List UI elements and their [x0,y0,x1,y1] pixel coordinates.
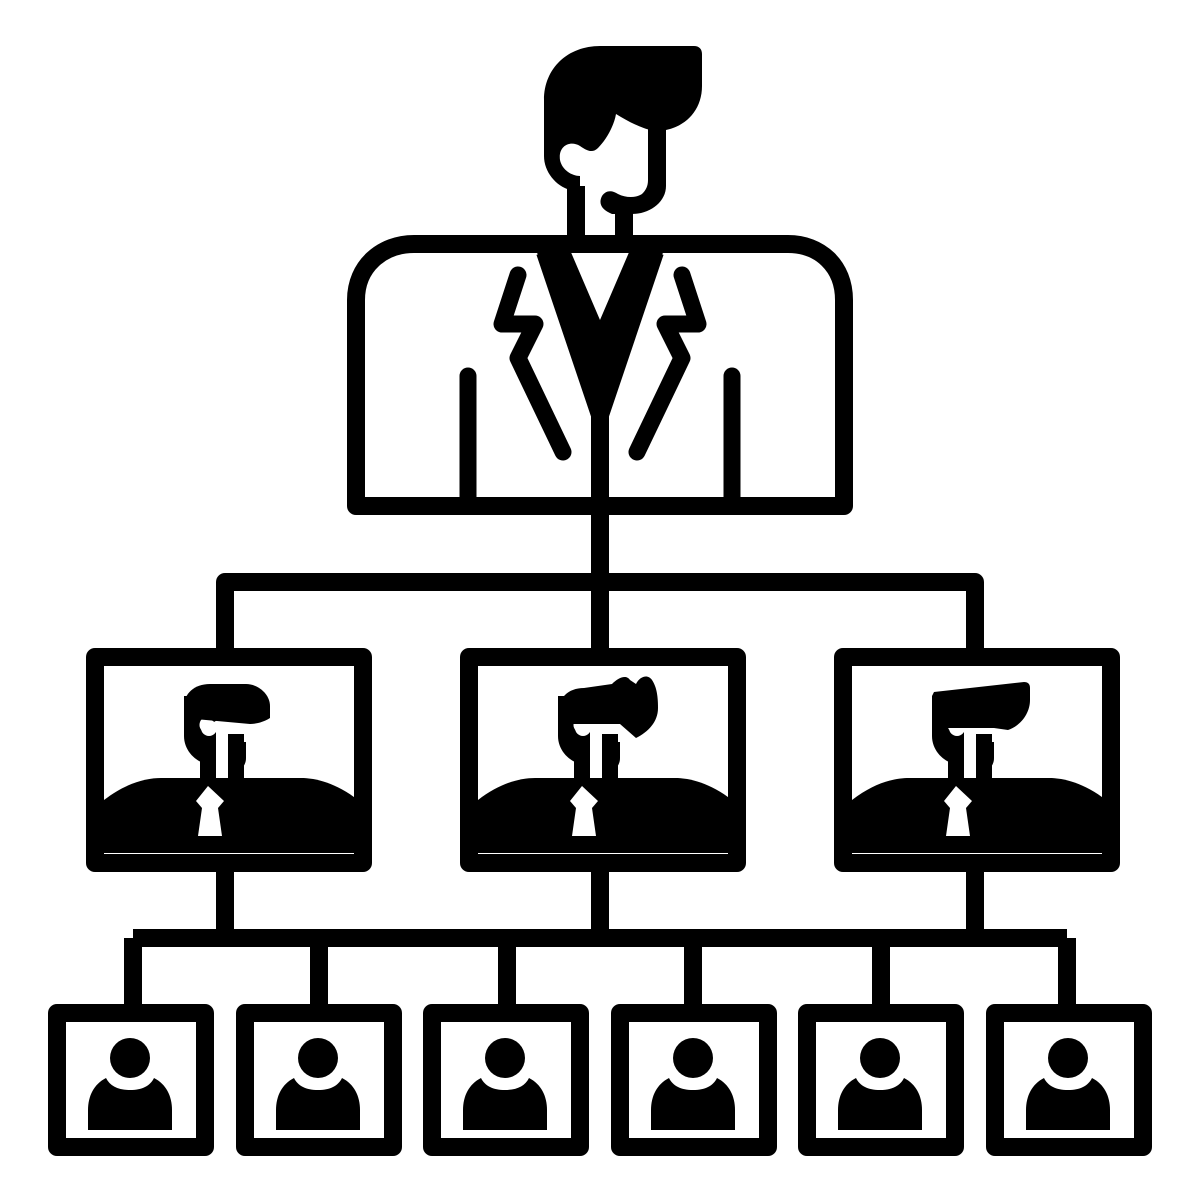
manager-hair-1 [184,684,270,724]
executive-body-outline [347,235,853,515]
manager-hair-3 [932,682,1030,730]
employee-node-4 [611,1004,777,1156]
executive-lapel-right [591,249,664,418]
executive-lapel-bolt-right [628,266,707,461]
connector-level-1 [216,506,984,656]
executive-node [347,46,853,515]
employee-node-1 [48,1004,214,1156]
manager-node-1 [86,648,372,872]
employee-node-2 [236,1004,402,1156]
manager-node-2 [460,648,746,872]
employee-node-5 [798,1004,964,1156]
executive-lapel-bolt-left [493,266,572,461]
manager-node-3 [834,648,1120,872]
executive-tie [536,250,664,415]
employee-node-3 [423,1004,589,1156]
executive-jaw [600,128,666,214]
connector-level-2 [124,864,1076,1012]
executive-hair [544,46,702,190]
manager-hair-2 [558,676,658,738]
executive-lapel-left [536,249,609,418]
employee-node-6 [986,1004,1152,1156]
